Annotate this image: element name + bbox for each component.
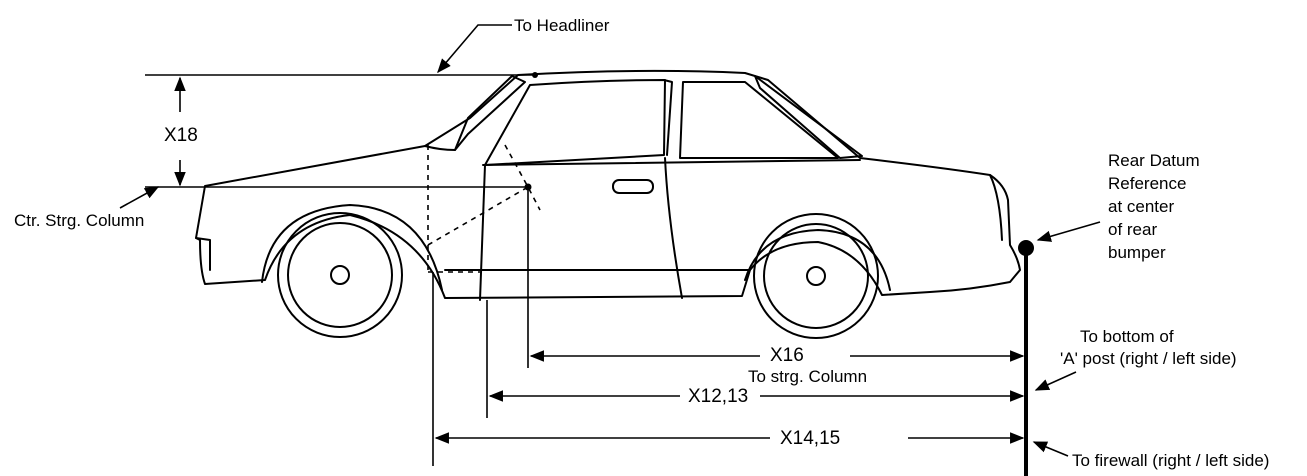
rear-datum-point <box>1018 240 1034 256</box>
headliner-dimension: X18 To Headliner Ctr. Strg. Column <box>14 16 610 230</box>
a-post-label: To bottom of 'A' post (right / left side… <box>1060 327 1237 368</box>
x12-13-dimension: X12,13 To bottom of 'A' post (right / le… <box>488 327 1237 407</box>
x16-label: X16 <box>770 345 804 366</box>
extension-lines <box>432 190 529 466</box>
x16-dimension: X16 To strg. Column <box>529 345 1025 386</box>
rear-datum: Rear Datum Reference at center of rear b… <box>1018 151 1204 476</box>
to-strg-column-label: To strg. Column <box>748 367 867 386</box>
x12-13-label: X12,13 <box>688 386 748 407</box>
headliner-label: To Headliner <box>514 16 610 35</box>
firewall-label: To firewall (right / left side) <box>1072 451 1269 470</box>
rear-datum-label: Rear Datum Reference at center of rear b… <box>1108 151 1204 262</box>
x18-label: X18 <box>164 125 198 146</box>
ctr-strg-column-label: Ctr. Strg. Column <box>14 211 144 230</box>
x14-15-dimension: X14,15 To firewall (right / left side) <box>434 428 1269 470</box>
car-outline <box>195 69 1021 339</box>
x14-15-label: X14,15 <box>780 428 840 449</box>
